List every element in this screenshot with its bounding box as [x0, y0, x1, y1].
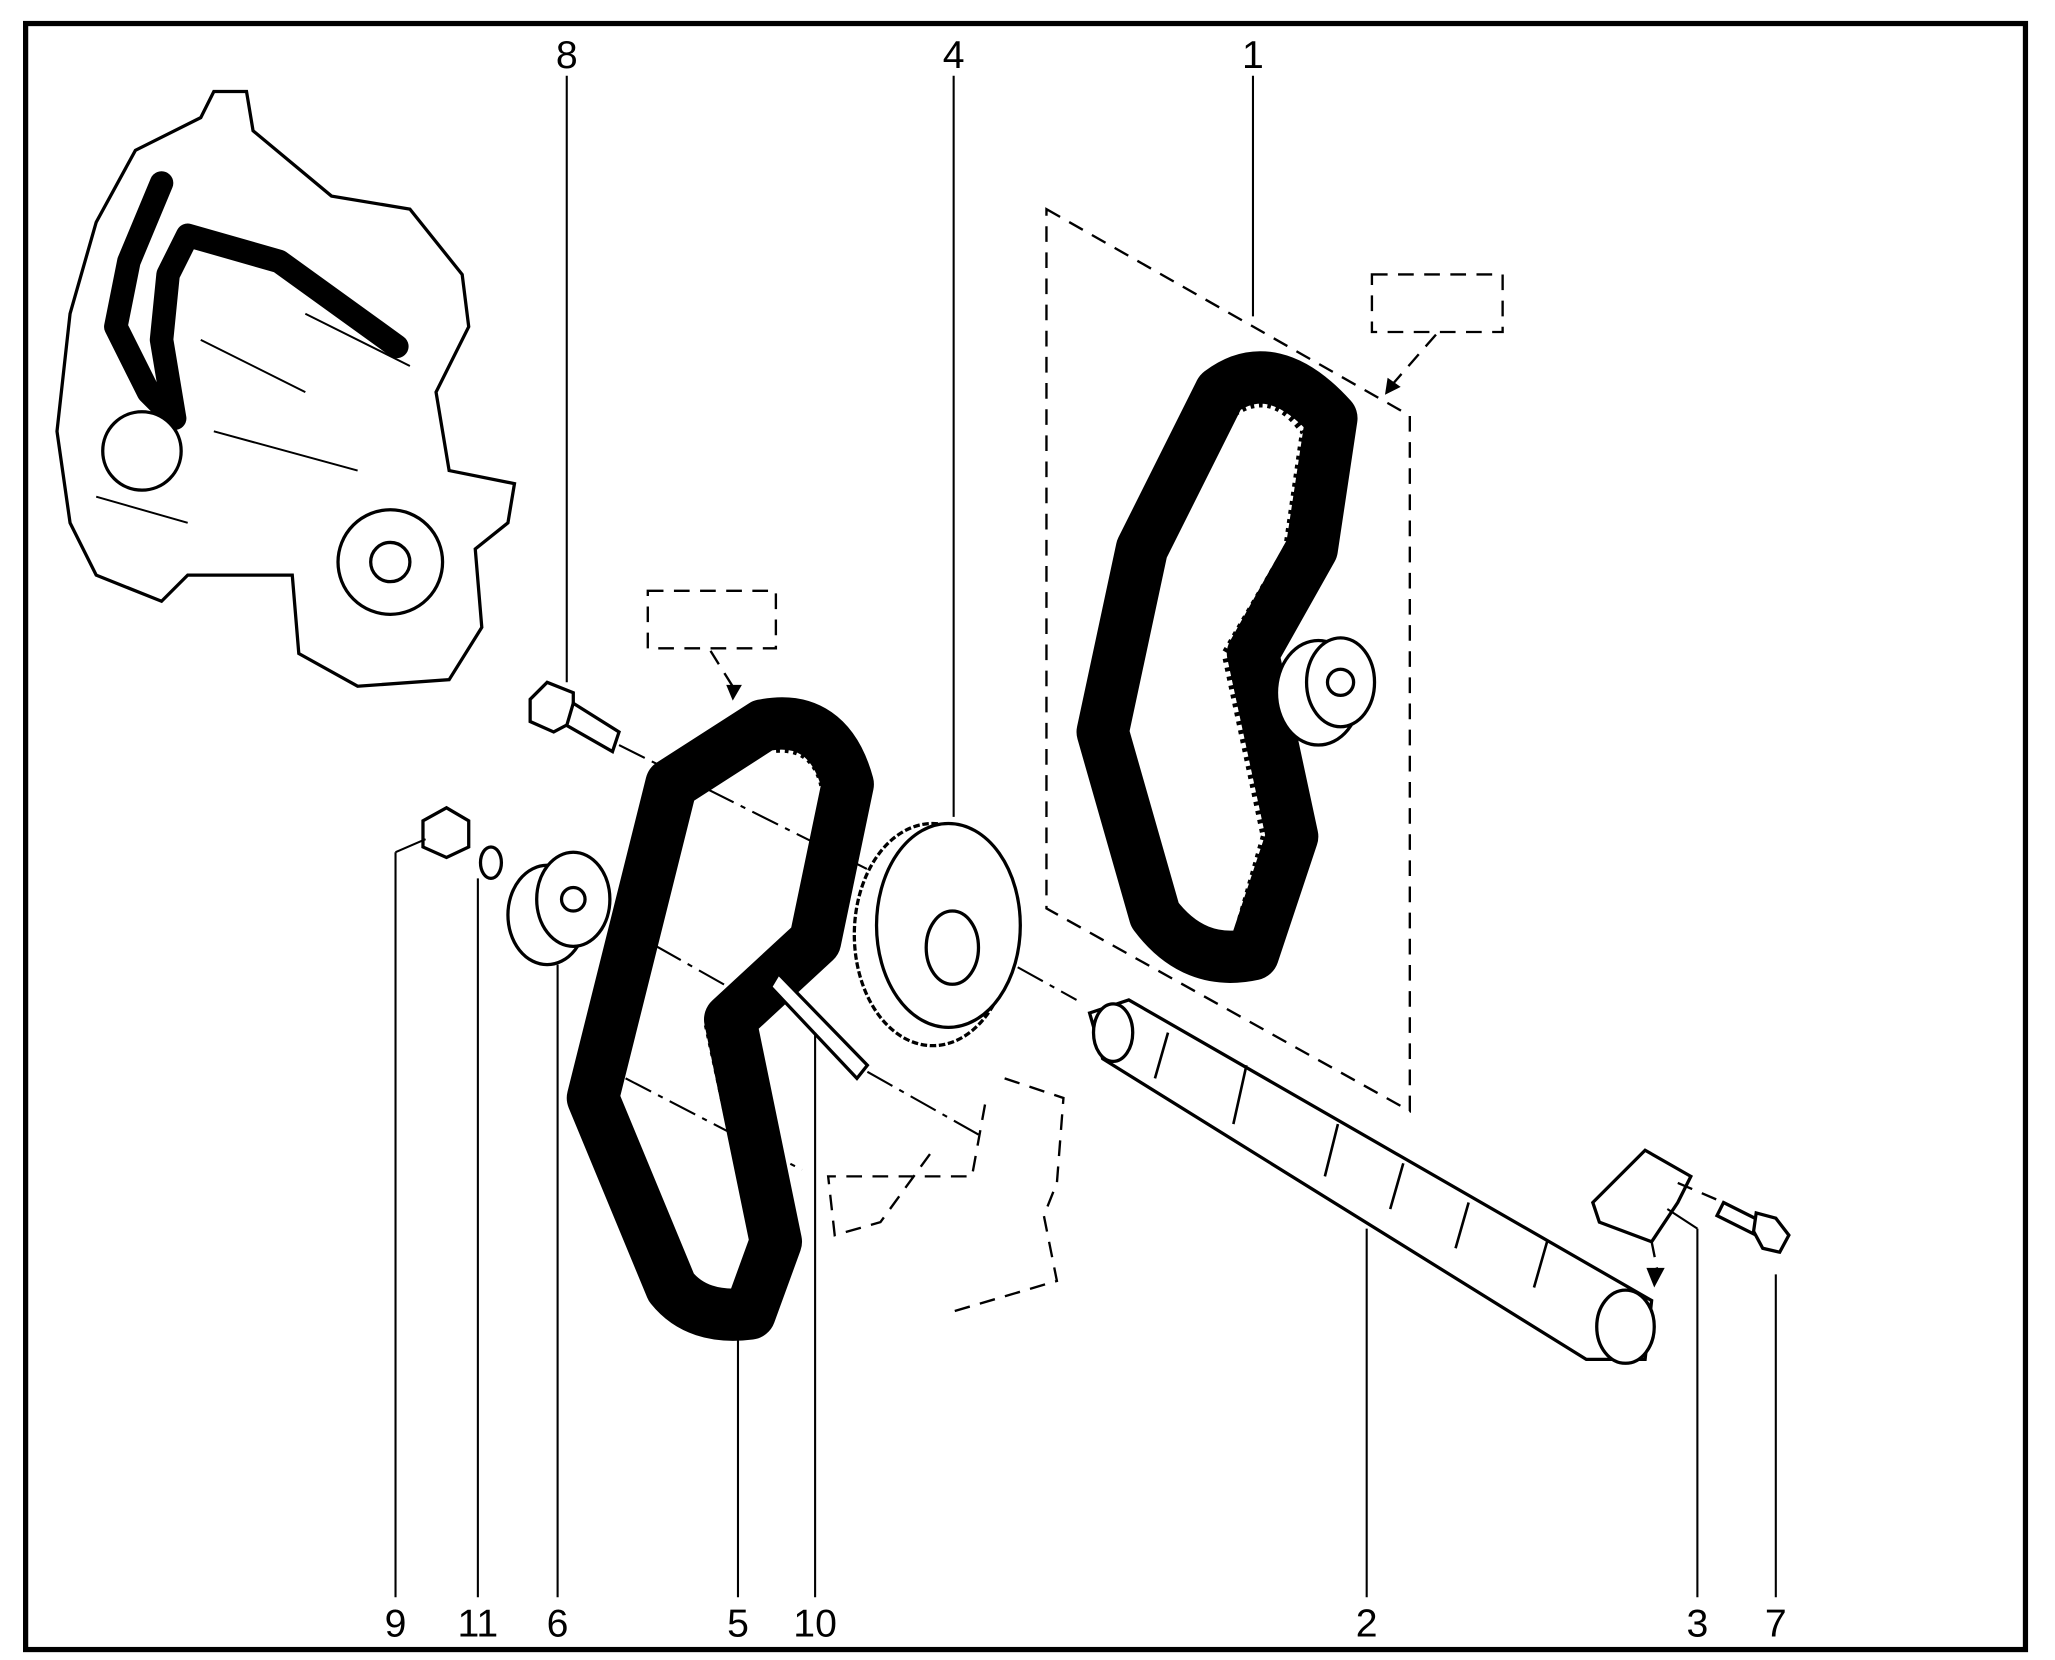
callout-8: 8 [556, 34, 578, 683]
kit-outline [1045, 207, 1411, 1114]
callout-label: 2 [1356, 1602, 1378, 1645]
diagram-frame [23, 20, 2029, 1653]
bolt-7 [1714, 1200, 1791, 1255]
callout-5: 5 [727, 1335, 749, 1645]
callout-7: 7 [1765, 1274, 1787, 1645]
callout-label: 3 [1686, 1602, 1708, 1645]
bracket-3 [1590, 1148, 1693, 1244]
washer-11 [478, 845, 504, 880]
kit-roller [1274, 636, 1377, 747]
note-box-right [1370, 273, 1504, 334]
tensioner-roller-6 [506, 850, 612, 967]
cylinder-head-outline [826, 1077, 1065, 1315]
callout-9: 9 [385, 838, 427, 1645]
camshaft-sprocket-4 [852, 821, 1022, 1048]
callout-11: 11 [458, 878, 499, 1645]
callout-label: 11 [458, 1602, 499, 1645]
callout-label: 1 [1242, 34, 1264, 77]
bolt-8 [528, 680, 621, 754]
callout-4: 4 [943, 34, 965, 817]
note-box-left [646, 589, 778, 650]
callout-3: 3 [1666, 1208, 1708, 1645]
callout-1: 1 [1242, 34, 1264, 317]
callout-label: 6 [547, 1602, 569, 1645]
callout-6: 6 [547, 964, 569, 1645]
callout-label: 8 [556, 34, 578, 77]
callout-label: 4 [943, 34, 965, 77]
engine-overview-illustration [55, 89, 517, 688]
callout-label: 7 [1765, 1602, 1787, 1645]
callout-label: 10 [793, 1602, 837, 1645]
callout-2: 2 [1356, 1228, 1378, 1645]
callout-label: 5 [727, 1602, 749, 1645]
callout-label: 9 [385, 1602, 407, 1645]
camshaft-2 [1087, 998, 1656, 1365]
stud-10 [768, 971, 870, 1081]
nut-9 [421, 805, 471, 860]
callout-10: 10 [793, 1032, 837, 1645]
